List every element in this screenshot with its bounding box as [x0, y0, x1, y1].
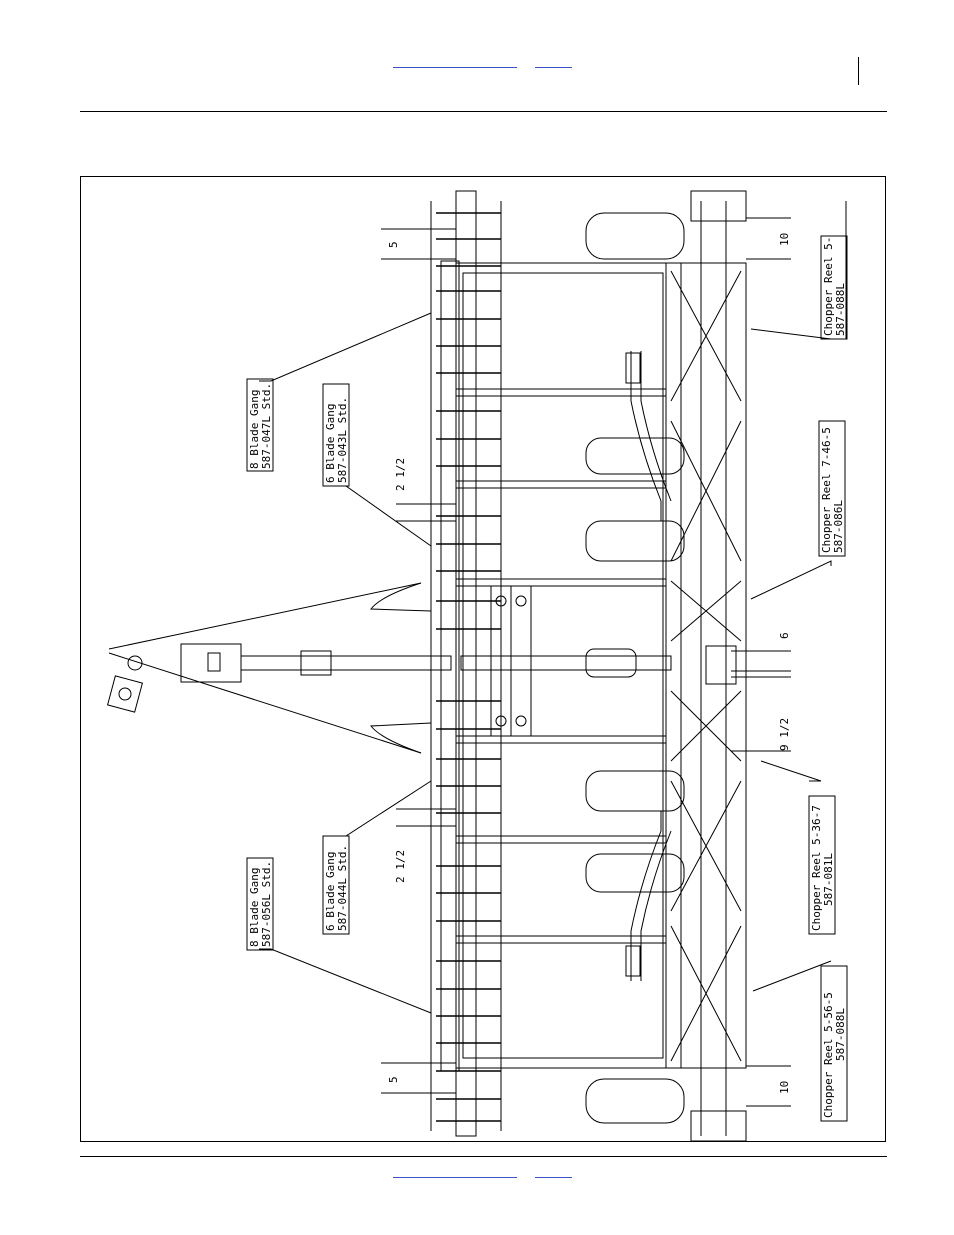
main-frame: [456, 263, 671, 1068]
header-margin-bar: [858, 57, 859, 85]
footer-link-right[interactable]: [535, 1177, 572, 1178]
dim-top-left: 5: [387, 241, 400, 248]
callout-chopper-reel-5-36-7-line2: 587-081L: [822, 853, 835, 906]
chopper-reel-assembly: [666, 191, 746, 1141]
header-link-left[interactable]: [393, 67, 517, 68]
implement-top-view-drawing: 8 Blade Gang 587-047L Std. 6 Blade Gang …: [81, 177, 887, 1143]
dim-bottom-left-gap: 2 1/2: [394, 850, 407, 883]
drawing-frame: 8 Blade Gang 587-047L Std. 6 Blade Gang …: [80, 176, 886, 1142]
callout-8-blade-gang-056-line2: 587-056L Std.: [260, 861, 273, 947]
callout-6-blade-gang-044-line2: 587-044L Std.: [336, 845, 349, 931]
dimension-labels: 5 2 1/2 2 1/2 5 10 6 9 1/2 10: [387, 233, 791, 1094]
dim-top-left-gap: 2 1/2: [394, 458, 407, 491]
dim-center-right-gap: 9 1/2: [778, 718, 791, 751]
dim-bottom-left: 5: [387, 1076, 400, 1083]
dim-top-right: 10: [778, 233, 791, 246]
callout-chopper-reel-5-line2: 587-088L: [834, 283, 847, 336]
dim-bottom-right: 10: [778, 1081, 791, 1094]
header-link-right[interactable]: [535, 67, 572, 68]
transport-tires: [586, 213, 684, 1123]
callout-chopper-reel-7-46-5-line2: 587-086L: [832, 500, 845, 553]
callout-8-blade-gang-047-line2: 587-047L Std.: [260, 383, 273, 469]
footer-link-left[interactable]: [393, 1177, 517, 1178]
dim-center-right: 6: [778, 632, 791, 639]
callout-6-blade-gang-043-line2: 587-043L Std.: [336, 397, 349, 483]
callout-boxes: [247, 236, 847, 1121]
hitch-tongue: [108, 583, 451, 753]
header-rule: [80, 111, 887, 112]
callout-chopper-reel-5-56-5-line2: 587-088L: [834, 1008, 847, 1061]
footer-rule: [80, 1156, 887, 1157]
